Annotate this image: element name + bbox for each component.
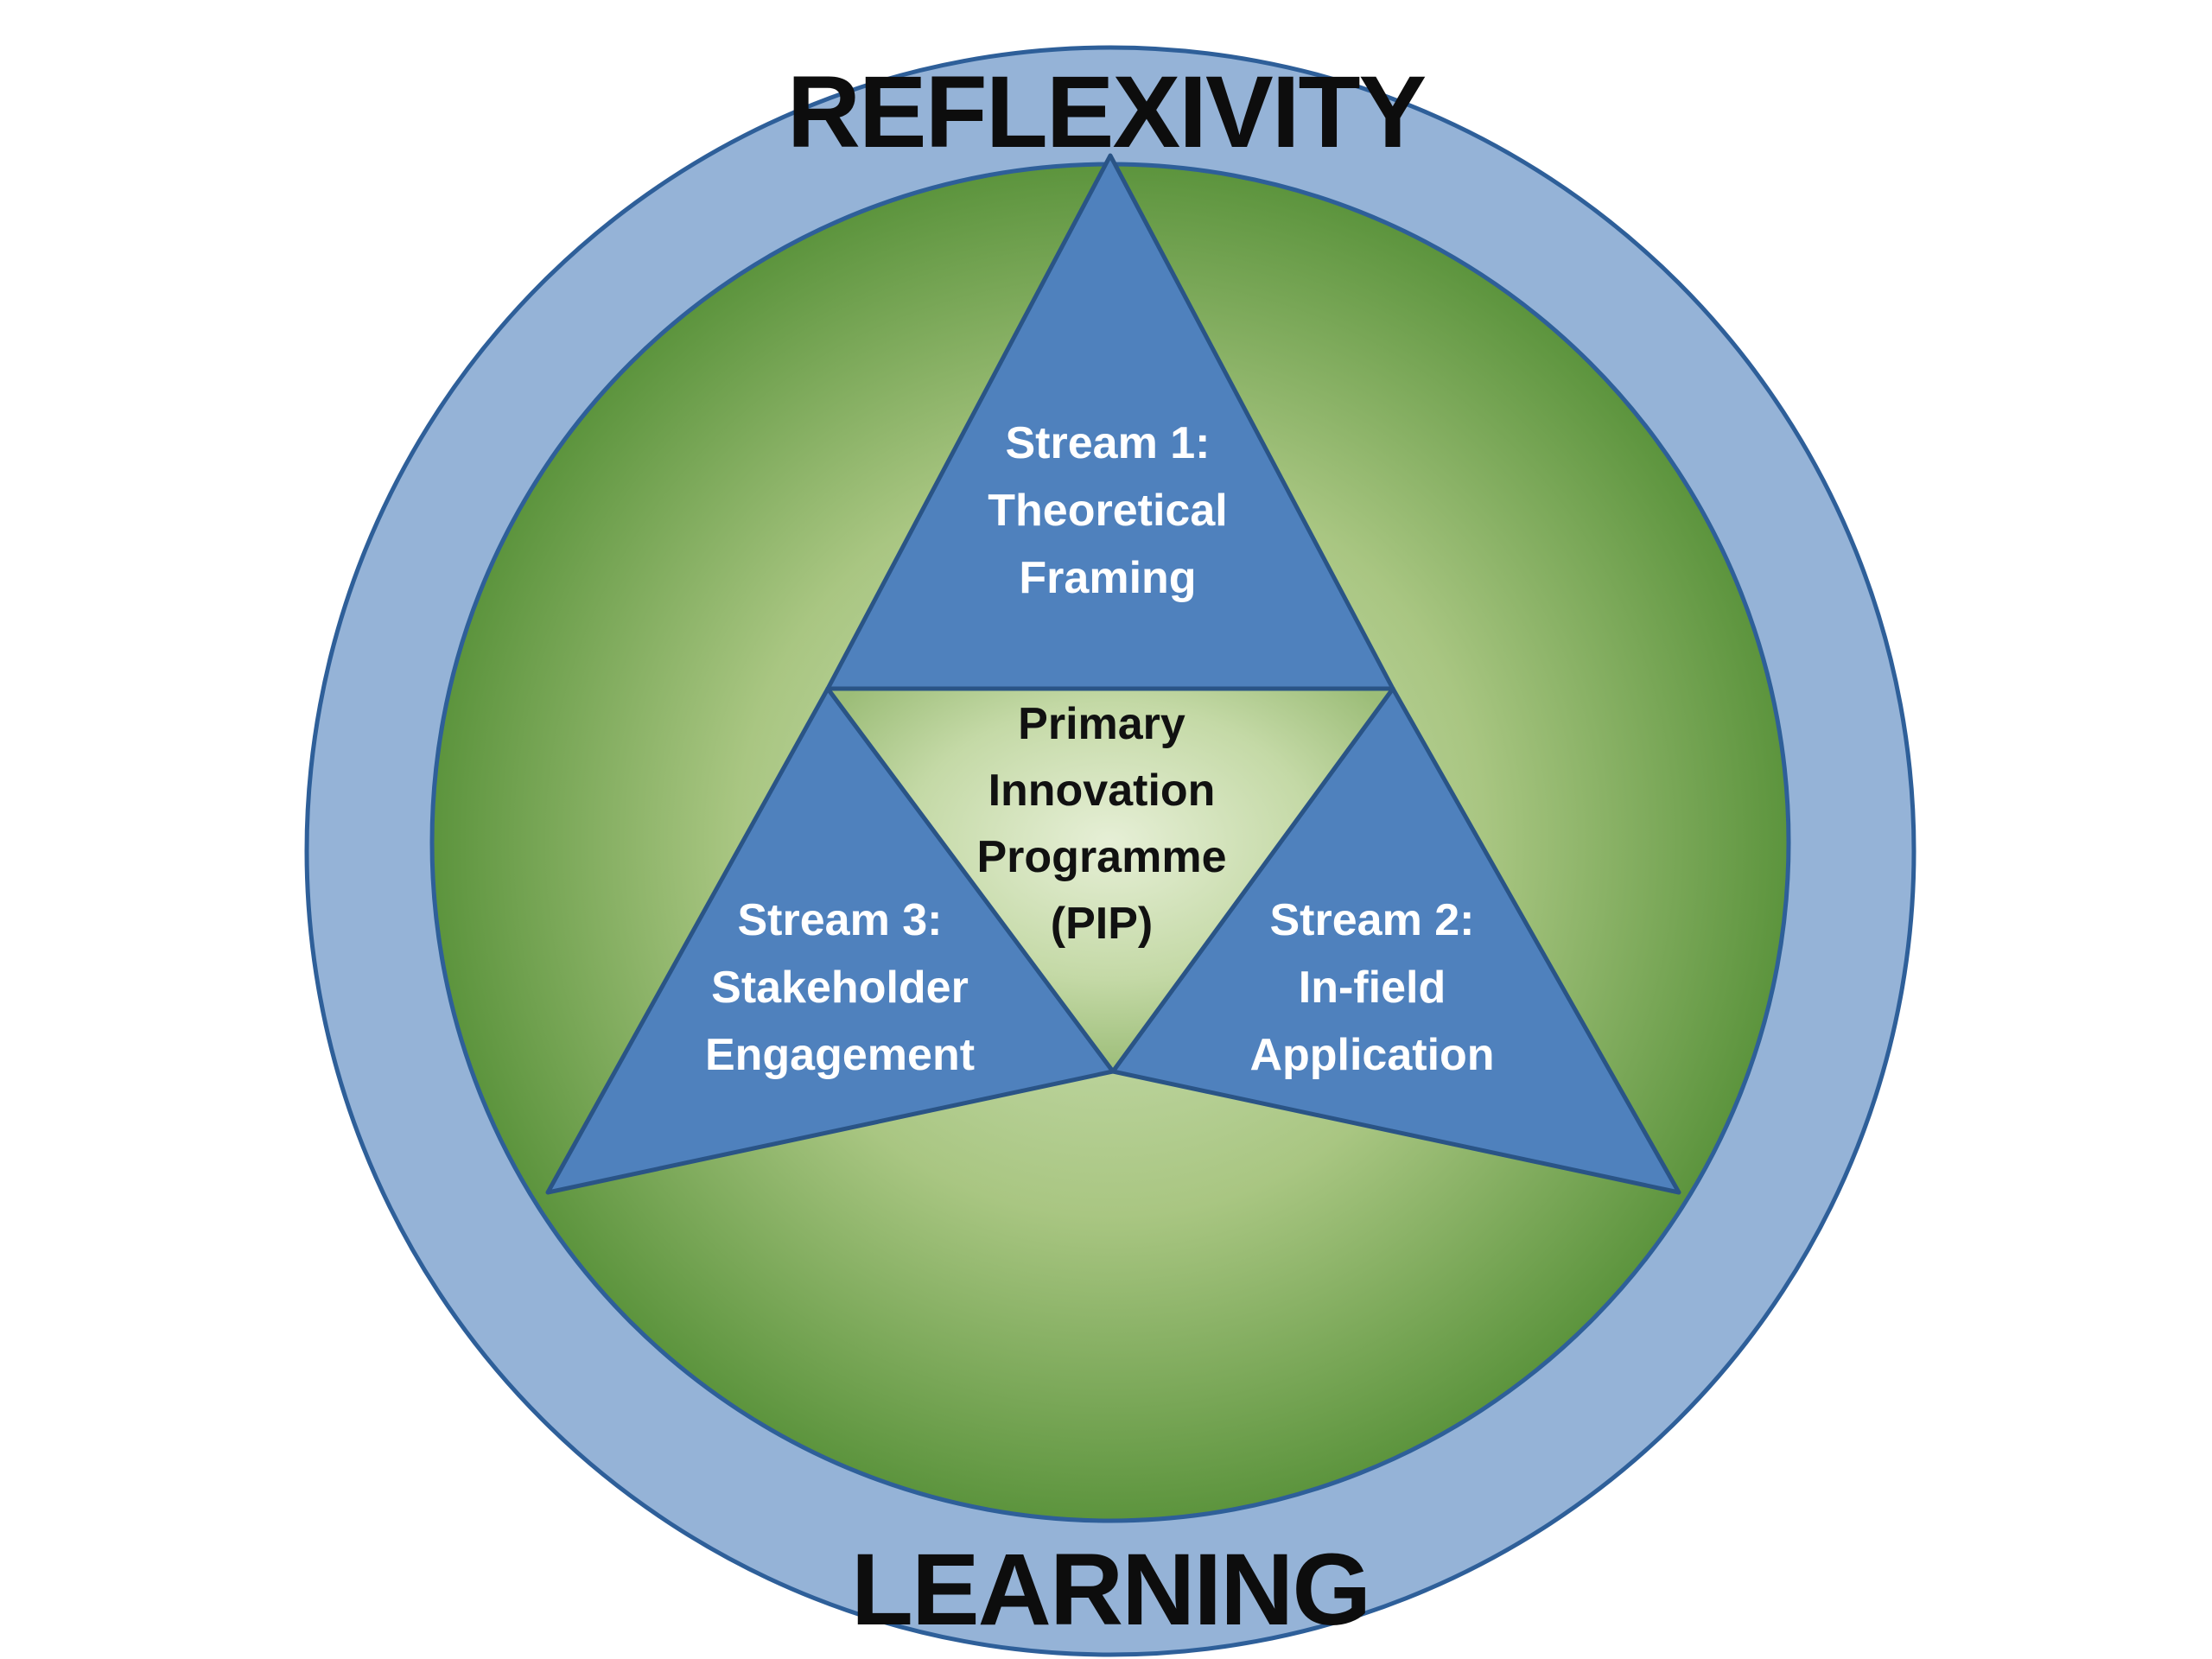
pip-line-2: Innovation	[988, 766, 1216, 816]
learning-label: LEARNING	[851, 1533, 1370, 1647]
pip-line-3: Programme	[977, 832, 1227, 882]
pip-line-4: (PIP)	[1051, 899, 1153, 949]
stream-1-line-2: Theoretical	[988, 486, 1227, 536]
stream-1-line-3: Framing	[1019, 553, 1196, 603]
stream-3-line-3: Engagement	[705, 1030, 975, 1080]
stream-2-line-3: Application	[1249, 1030, 1494, 1080]
stream-3-title: Stream 3:	[738, 895, 943, 945]
reflexivity-label: REFLEXIVITY	[787, 55, 1426, 169]
pip-line-1: Primary	[1018, 699, 1185, 749]
stream-3-line-2: Stakeholder	[711, 963, 969, 1013]
stream-2-title: Stream 2:	[1270, 895, 1475, 945]
stream-2-line-2: In-field	[1299, 963, 1446, 1013]
pip-center-triangle	[825, 686, 1395, 1074]
stream-1-title: Stream 1:	[1006, 418, 1211, 468]
